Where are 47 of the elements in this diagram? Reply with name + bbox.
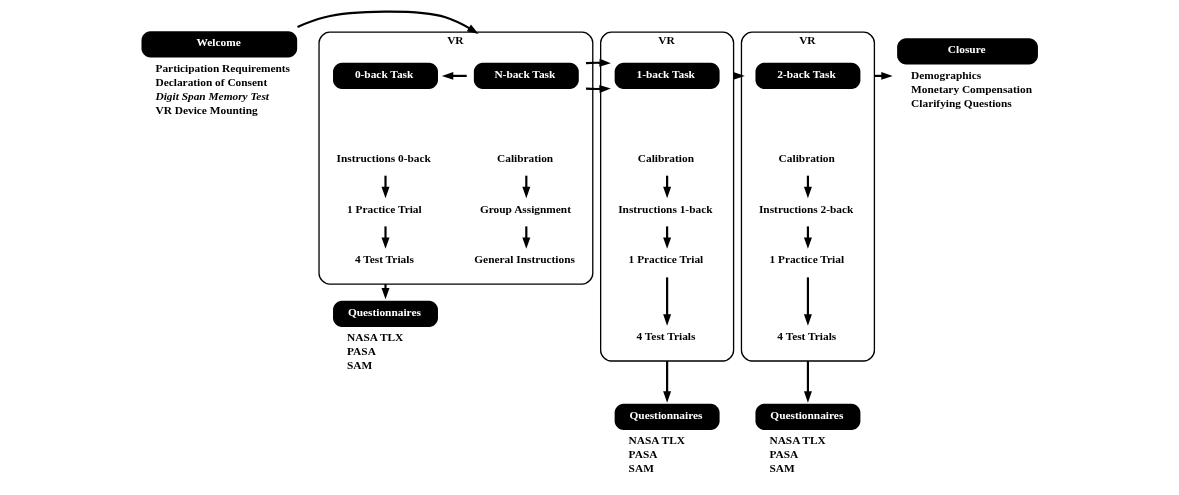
node-text: Instructions 2-back [758,202,854,215]
node-box: 0-back Task [333,62,438,89]
node-text: 1 Practice Trial [628,253,704,266]
node-text: 4 Test Trials [636,330,696,343]
node-box: 2-back Task [755,62,861,89]
arrow [663,361,672,403]
node-text: Instructions 1-back [618,202,713,215]
node-box: Questionnaires [614,403,720,431]
node-label: VR Device Mounting [155,103,258,116]
node-label: PASA [347,345,376,358]
node-text: 1 Practice Trial [347,202,422,215]
node-label: Digit Span Memory Test [155,89,269,102]
node-label: Declaration of Consent [155,75,268,88]
arrow [381,226,390,249]
node-text: Instructions 0-back [336,151,431,164]
arrow [803,277,812,326]
node-label: Monetary Compensation [911,82,1032,95]
node-label: NASA TLX [769,434,826,447]
node-text: 4 Test Trials [777,330,837,343]
node-label: Participation Requirements [155,61,290,74]
node-label: SAM [769,462,795,475]
node-text: Calibration [778,151,835,164]
node-label: SAM [347,359,373,372]
node-label: PASA [628,448,658,461]
node-label: Clarifying Questions [911,96,1012,109]
node-box: Welcome [141,31,298,58]
arrow [381,284,390,300]
node-text: 4 Test Trials [354,253,414,266]
node-label: SAM [628,462,654,475]
node-label: NASA TLX [347,331,404,344]
arrow [297,10,479,34]
node-label: Demographics [911,68,982,81]
node-text: Calibration [497,151,554,164]
node-text: Calibration [637,151,694,164]
node-text: Group Assignment [479,202,571,215]
arrow [663,277,672,326]
node-box: Closure [897,38,1038,65]
node-text: General Instructions [474,253,575,266]
arrow [381,175,390,199]
node-box: N-back Task [473,62,579,89]
arrow [803,361,812,403]
node-box: Questionnaires [333,300,438,327]
node-box: 1-back Task [614,62,720,89]
node-label: NASA TLX [628,434,685,447]
node-box: Questionnaires [755,403,861,431]
node-label: PASA [769,448,799,461]
node-text: 1 Practice Trial [769,253,845,266]
